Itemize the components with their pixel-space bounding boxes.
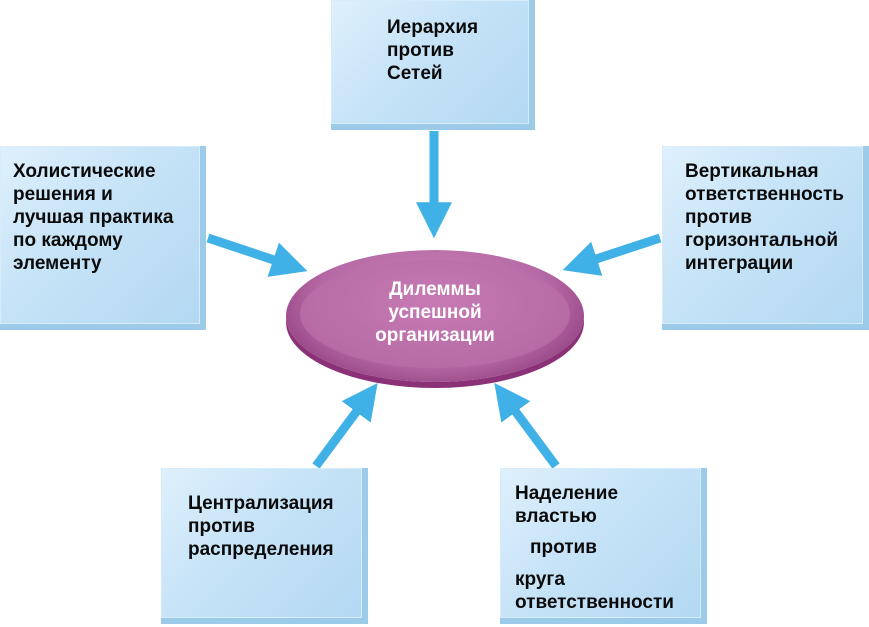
box-holistic-solutions: Холистические решения и лучшая практика … xyxy=(0,146,206,330)
box-right-label: Вертикальная ответственность против гори… xyxy=(685,161,844,274)
box-bottom-right-line1: Наделение властью xyxy=(515,483,619,527)
box-bottom-right-line3: круга ответственности xyxy=(515,569,674,613)
arrow-left xyxy=(206,233,308,277)
box-bottom-left-label: Централизация против распределения xyxy=(188,493,334,560)
box-hierarchy-vs-networks: Иерархия против Сетей xyxy=(331,0,535,130)
arrow-bottom-right xyxy=(494,382,560,469)
center-label: Дилеммы успешной организации xyxy=(375,279,495,346)
center-ellipse: Дилеммы успешной организации xyxy=(286,250,584,382)
box-top-label: Иерархия против Сетей xyxy=(387,17,479,84)
arrow-right xyxy=(562,233,662,276)
box-left-label: Холистические решения и лучшая практика … xyxy=(13,161,174,274)
box-vertical-responsibility: Вертикальная ответственность против гори… xyxy=(662,146,869,330)
center-ellipse-inner xyxy=(300,260,570,368)
box-bottom-right-line2: против xyxy=(530,537,597,558)
arrow-bottom-left xyxy=(312,382,378,469)
box-centralization: Централизация против распределения xyxy=(161,468,368,624)
box-empowerment: Наделение властью против круга ответстве… xyxy=(500,468,707,624)
